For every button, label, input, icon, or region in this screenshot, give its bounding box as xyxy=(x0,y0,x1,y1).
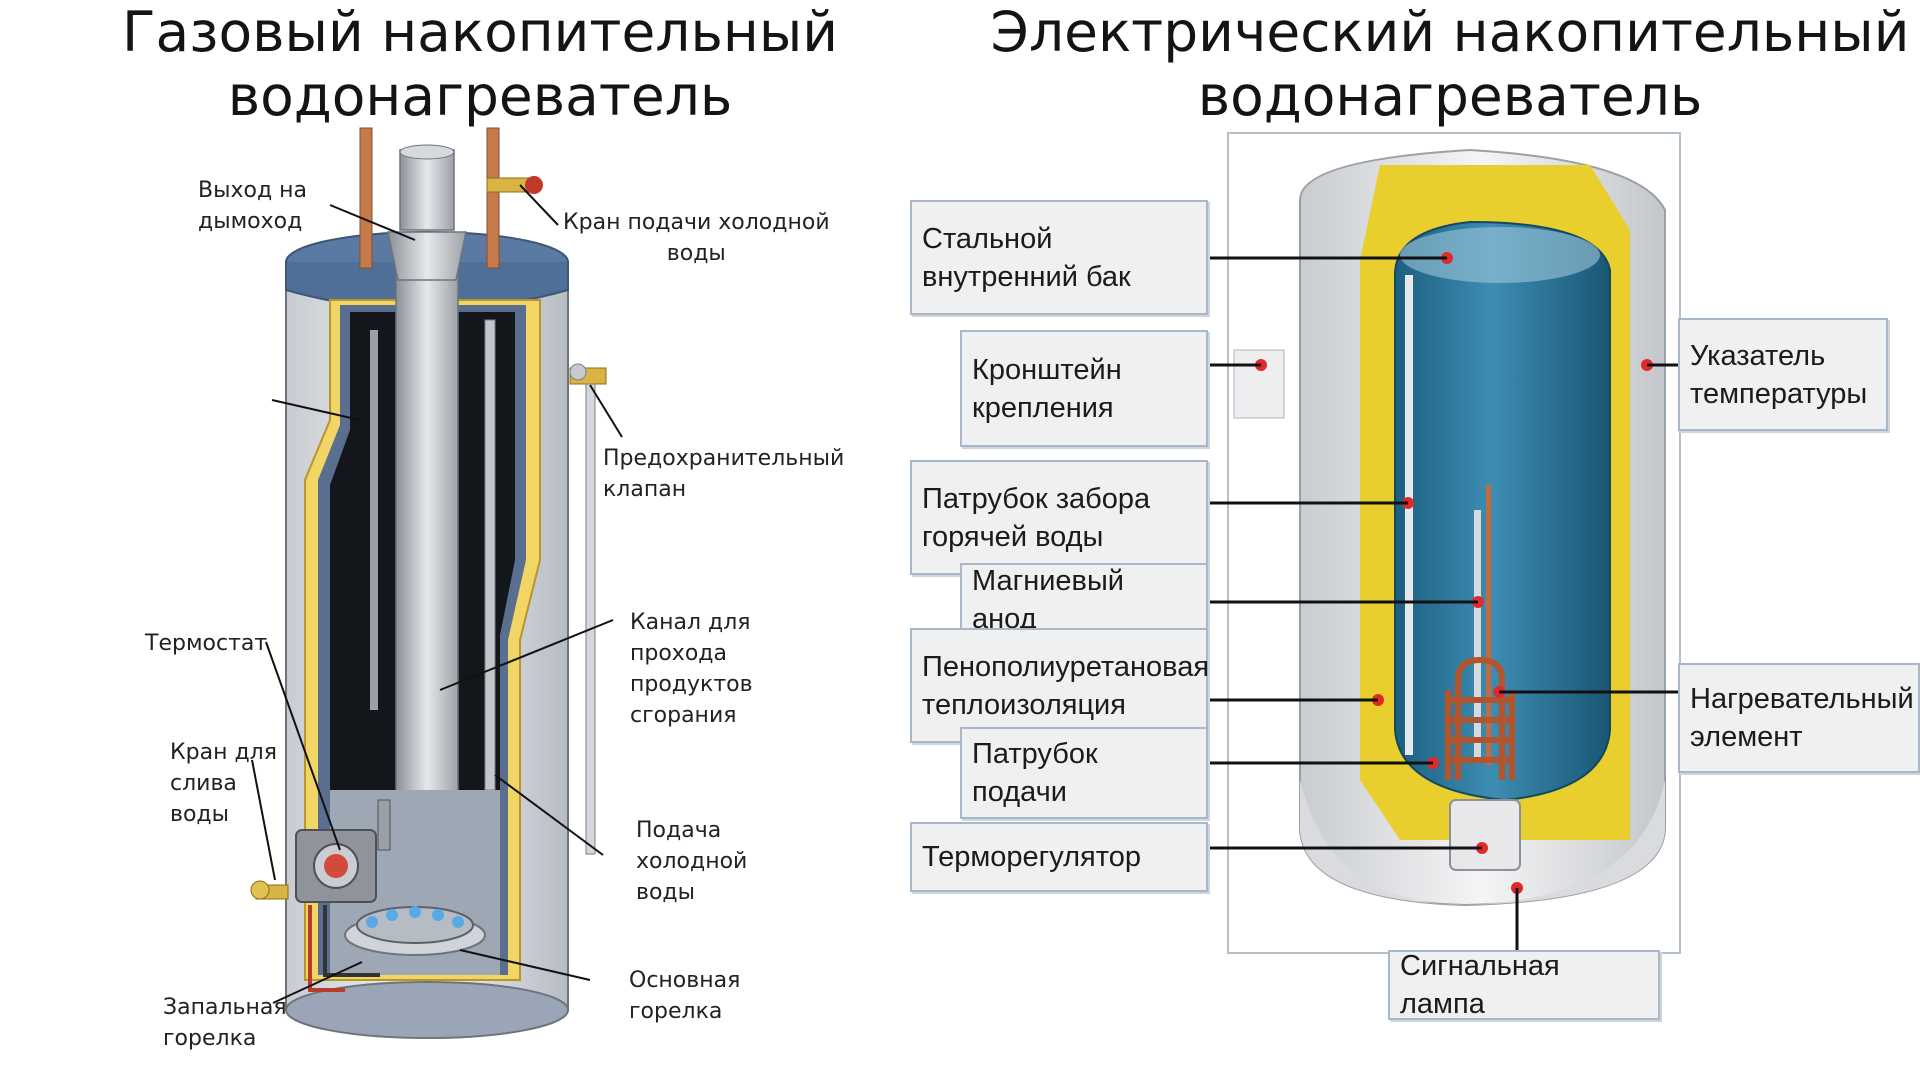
cold-water-valve xyxy=(486,176,543,194)
drain-valve xyxy=(250,880,289,900)
gas-base xyxy=(285,981,569,1039)
safety-valve xyxy=(569,363,607,855)
label-main-burner: Основная горелка xyxy=(629,968,741,1024)
label-magnesium-anode: Магниевый анод xyxy=(960,563,1208,637)
electric-heating-coil xyxy=(1445,656,1515,780)
label-hot-water-outlet: Патрубок забора горячей воды xyxy=(910,460,1208,575)
gas-hot-pipe xyxy=(359,127,373,269)
electric-pointer-lines xyxy=(1208,256,1678,952)
electric-thermoregulator xyxy=(1449,799,1521,871)
label-flue-outlet: Выход на дымоход xyxy=(198,178,308,234)
label-pilot-burner: Запальная горелка xyxy=(163,995,287,1051)
label-cold-water-valve: Кран подачи холодной воды xyxy=(563,210,830,266)
label-thermoregulator: Терморегулятор xyxy=(910,822,1208,892)
label-mount-bracket: Кронштейн крепления xyxy=(960,330,1208,447)
label-cold-water-supply: Подача холодной воды xyxy=(636,818,748,905)
label-exhaust-channel: Канал для прохода продуктов сгорания xyxy=(630,610,753,728)
label-temperature-indicator: Указатель температуры xyxy=(1678,318,1888,431)
thermostat-control xyxy=(295,799,391,992)
label-polyurethane-insulation: Пенополиуретановая теплоизоляция xyxy=(910,628,1209,743)
electric-inner-tank xyxy=(1394,220,1611,802)
label-thermostat: Термостат xyxy=(145,631,268,656)
gas-cold-pipe xyxy=(486,127,500,269)
flue-outlet-cap xyxy=(387,144,467,281)
gas-heater-illustration xyxy=(250,127,623,1039)
electric-heater-illustration xyxy=(1208,132,1681,954)
electric-heater-title: Электрический накопительный водонагреват… xyxy=(990,0,1910,128)
label-heating-element: Нагревательный элемент xyxy=(1678,663,1920,773)
electric-anode xyxy=(1474,510,1481,760)
label-drain-valve: Кран для слива воды xyxy=(170,740,277,827)
gas-flue-tube xyxy=(395,269,459,861)
gas-pointer-lines xyxy=(251,184,623,1004)
electric-hot-pipe xyxy=(1405,275,1413,755)
label-steel-inner-tank: Стальной внутренний бак xyxy=(910,200,1208,315)
label-inlet-pipe: Патрубок подачи xyxy=(960,727,1208,819)
gas-heater-title: Газовый накопительный водонагреватель xyxy=(121,0,839,128)
label-safety-valve: Предохранительный клапан xyxy=(603,446,845,502)
gas-main-burner xyxy=(356,906,474,944)
gas-cold-supply-tube xyxy=(484,319,496,791)
label-signal-lamp: Сигнальная лампа xyxy=(1388,950,1660,1020)
